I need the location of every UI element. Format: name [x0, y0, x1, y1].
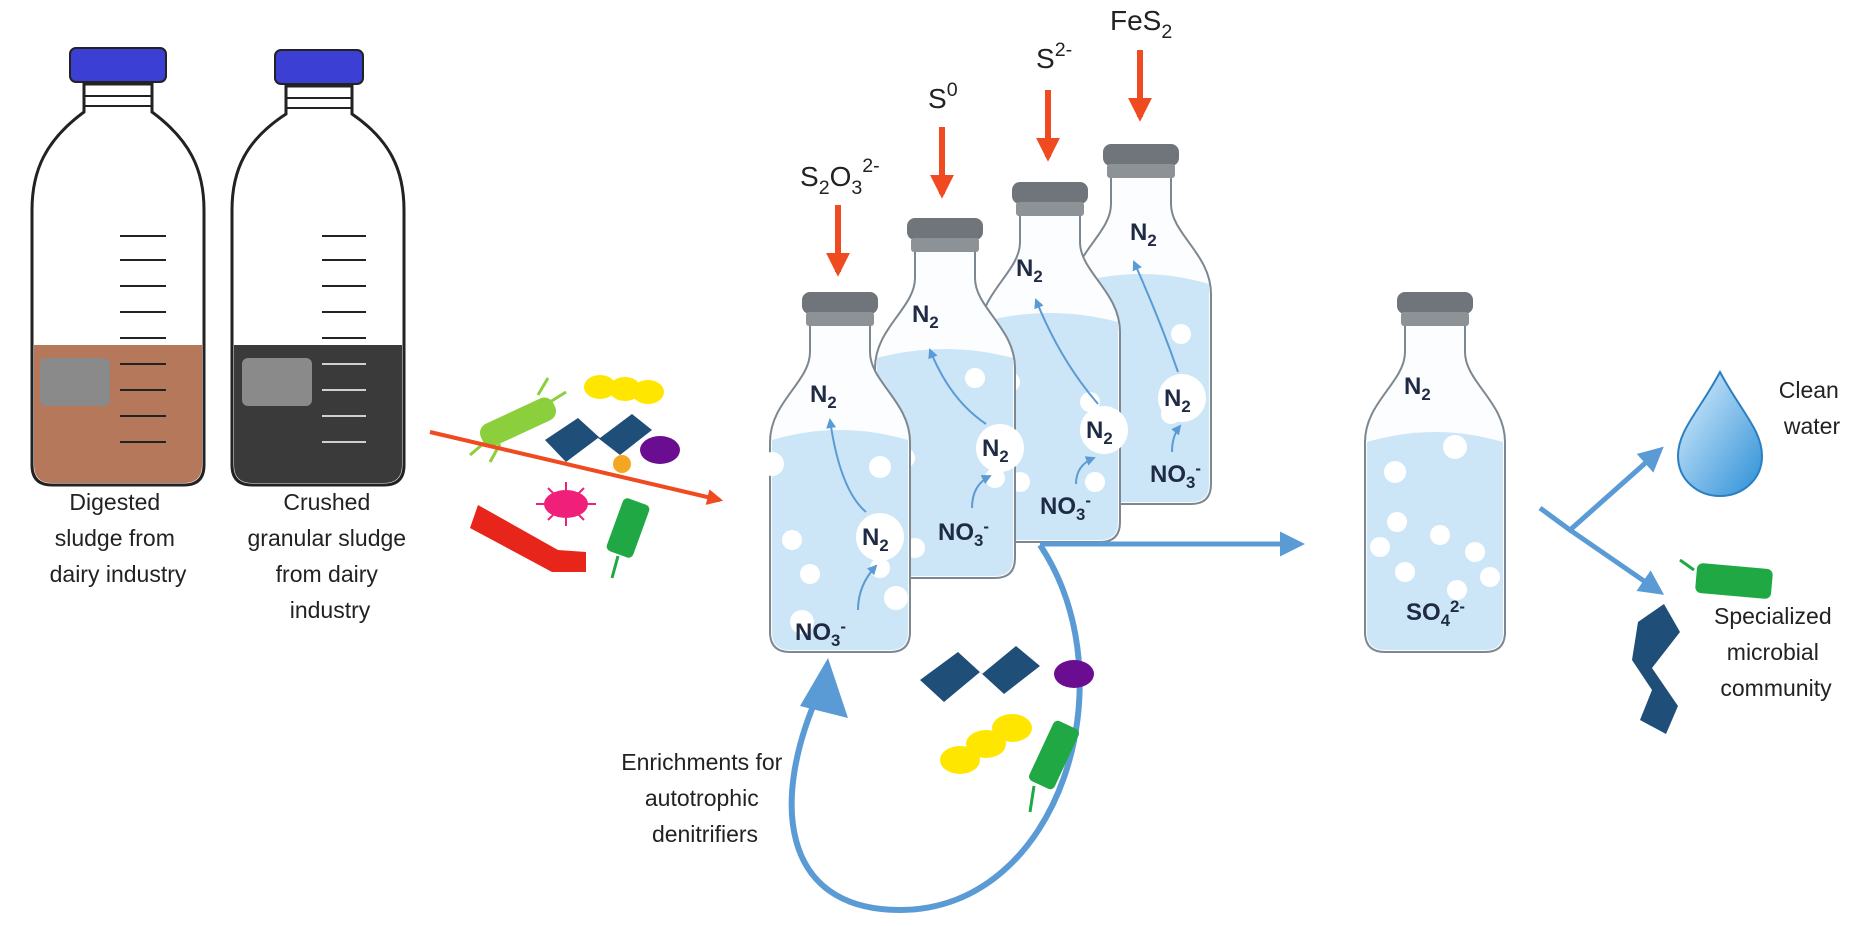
water-drop-icon — [1676, 369, 1764, 498]
digested-sludge-label: Digested sludge from dairy industry — [50, 489, 187, 587]
enrichment-loop-arrowhead — [800, 658, 848, 718]
enriched-microbes — [920, 646, 1094, 813]
mixed-microbes — [469, 375, 680, 579]
denitrification-arrows — [826, 260, 1182, 611]
donor-sulfide: S2- — [1036, 39, 1072, 74]
granular-sludge-label: Crushed granular sludge from dairy indus… — [248, 489, 413, 623]
no3-label-b3: NO3- — [1040, 491, 1091, 524]
no3-label-b4: NO3- — [1150, 459, 1201, 492]
specialized-microbes — [1632, 558, 1773, 734]
community-label: Specialized microbial community — [1714, 603, 1838, 701]
output-arrows — [1538, 446, 1665, 595]
n2-label-b1-top: N2 — [810, 381, 837, 412]
electron-donor-arrows — [826, 50, 1152, 277]
n2-label-b2-top: N2 — [912, 301, 939, 332]
electron-donor-labels: S2O32- S0 S2- FeS2 — [800, 5, 1172, 199]
so4-label-final: SO42- — [1406, 597, 1465, 630]
n2-label-b3-bubble: N2 — [1086, 417, 1113, 448]
n2-label-b4-top: N2 — [1130, 219, 1157, 250]
donor-pyrite: FeS2 — [1110, 5, 1172, 43]
species-labels: N2 N2 NO3- N2 N2 NO3- N2 N2 NO3- N2 N2 N… — [795, 219, 1206, 650]
inoculation-arrow — [429, 430, 724, 505]
no3-label-b2: NO3- — [938, 517, 989, 550]
no3-label-b1: NO3- — [795, 617, 846, 650]
digested-sludge-bottle — [30, 47, 206, 487]
enrichment-label: Enrichments for autotrophic denitrifiers — [621, 749, 788, 847]
n2-label-b3-top: N2 — [1016, 255, 1043, 286]
donor-elemental-sulfur: S0 — [928, 79, 958, 114]
n2-label-final: N2 — [1404, 373, 1431, 404]
n2-label-b2-bubble: N2 — [982, 435, 1009, 466]
n2-label-b1-bubble: N2 — [862, 524, 889, 555]
serum-bottle-final — [1364, 291, 1506, 653]
clean-water-label: Clean water — [1779, 377, 1846, 439]
granular-sludge-bottle — [230, 49, 406, 487]
serum-bottle-thiosulfate — [760, 291, 911, 653]
donor-thiosulfate: S2O32- — [800, 155, 880, 199]
n2-label-b4-bubble: N2 — [1164, 385, 1191, 416]
